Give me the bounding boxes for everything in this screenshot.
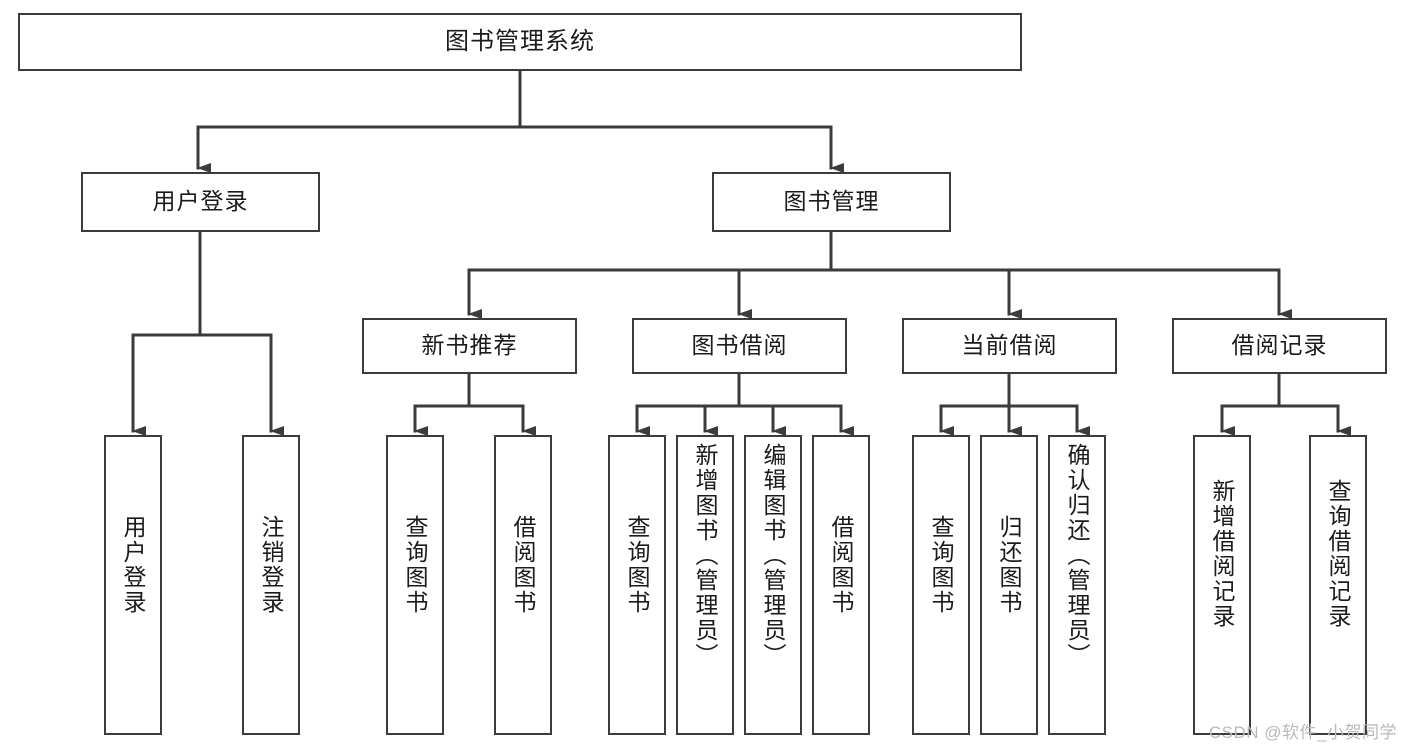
node-book-borrow-label: 图书借阅: [691, 332, 788, 359]
node-borrow-record-label: 借阅记录: [1231, 332, 1328, 359]
leaf-label: 用户登录: [120, 515, 147, 615]
leaf-new-book-query-books[interactable]: 查询图书: [386, 435, 444, 735]
leaf-label: 查询图书: [928, 515, 955, 615]
leaf-label: 新增图书（管理员）: [692, 443, 719, 668]
leaf-borrow-record-add-record[interactable]: 新增借阅记录: [1193, 435, 1251, 735]
watermark: CSDN @软件_小贺同学: [1208, 723, 1397, 742]
leaf-label: 确认归还（管理员）: [1064, 443, 1091, 668]
leaf-label: 新增借阅记录: [1209, 479, 1236, 629]
node-book-borrow[interactable]: 图书借阅: [632, 318, 847, 374]
node-user-login[interactable]: 用户登录: [81, 172, 320, 232]
node-new-book-recommend-label: 新书推荐: [421, 332, 518, 359]
leaf-label: 查询图书: [402, 515, 429, 615]
leaf-label: 归还图书: [996, 515, 1023, 615]
leaf-label: 查询借阅记录: [1325, 479, 1352, 629]
leaf-book-borrow-edit-book-admin[interactable]: 编辑图书（管理员）: [744, 435, 802, 735]
leaf-user-login-logout[interactable]: 注销登录: [242, 435, 300, 735]
node-current-borrow[interactable]: 当前借阅: [902, 318, 1117, 374]
leaf-current-borrow-query-books[interactable]: 查询图书: [912, 435, 970, 735]
leaf-current-borrow-return-books[interactable]: 归还图书: [980, 435, 1038, 735]
leaf-book-borrow-borrow-books[interactable]: 借阅图书: [812, 435, 870, 735]
leaf-label: 注销登录: [258, 515, 285, 615]
node-borrow-record[interactable]: 借阅记录: [1172, 318, 1387, 374]
node-root-label: 图书管理系统: [445, 27, 595, 55]
leaf-borrow-record-query-record[interactable]: 查询借阅记录: [1309, 435, 1367, 735]
node-root-book-management-system[interactable]: 图书管理系统: [18, 13, 1022, 71]
node-new-book-recommend[interactable]: 新书推荐: [362, 318, 577, 374]
leaf-label: 查询图书: [624, 515, 651, 615]
leaf-label: 借阅图书: [510, 515, 537, 615]
leaf-label: 借阅图书: [828, 515, 855, 615]
leaf-book-borrow-add-book-admin[interactable]: 新增图书（管理员）: [676, 435, 734, 735]
leaf-new-book-borrow-books[interactable]: 借阅图书: [494, 435, 552, 735]
node-current-borrow-label: 当前借阅: [961, 332, 1058, 359]
node-book-management-label: 图书管理: [783, 188, 880, 215]
leaf-current-borrow-confirm-return-admin[interactable]: 确认归还（管理员）: [1048, 435, 1106, 735]
node-book-management[interactable]: 图书管理: [712, 172, 951, 232]
node-user-login-label: 用户登录: [152, 188, 249, 215]
leaf-book-borrow-query-books[interactable]: 查询图书: [608, 435, 666, 735]
leaf-user-login-login[interactable]: 用户登录: [104, 435, 162, 735]
leaf-label: 编辑图书（管理员）: [760, 443, 787, 668]
